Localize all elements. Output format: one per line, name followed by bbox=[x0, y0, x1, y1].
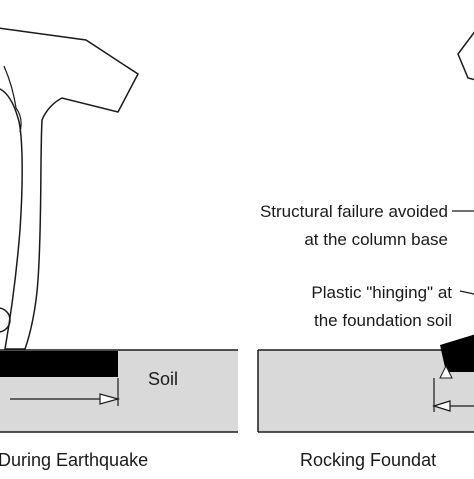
right-pivot-marker bbox=[439, 364, 453, 379]
plastic-hinging-label-line1: Plastic "hinging" at bbox=[311, 283, 452, 302]
structural-failure-label-line1: Structural failure avoided bbox=[260, 202, 448, 221]
right-pier-top bbox=[457, 31, 474, 81]
left-hinge-marker bbox=[0, 307, 11, 333]
right-dimension-arrowhead bbox=[431, 400, 451, 412]
right-rocking-footing bbox=[440, 334, 474, 372]
right-soil-block bbox=[258, 350, 474, 432]
plastic-hinging-label-line2: the foundation soil bbox=[314, 311, 452, 330]
left-footing bbox=[0, 351, 118, 377]
caption-during-earthquake: During Earthquake bbox=[0, 450, 148, 470]
left-cap-beam-edge bbox=[3, 65, 17, 109]
soil-label: Soil bbox=[148, 369, 178, 389]
left-bridge-pier-outline bbox=[0, 27, 139, 350]
left-dimension-arrowhead bbox=[99, 393, 121, 405]
left-column-inner-line bbox=[15, 107, 22, 133]
plastic-hinging-leader bbox=[459, 290, 474, 296]
right-panel: Structural failure avoided at the column… bbox=[257, 31, 474, 470]
structural-failure-label-line2: at the column base bbox=[304, 230, 448, 249]
left-panel: Soil During Earthquake bbox=[0, 27, 238, 470]
caption-rocking-foundation: Rocking Foundat bbox=[300, 450, 436, 470]
